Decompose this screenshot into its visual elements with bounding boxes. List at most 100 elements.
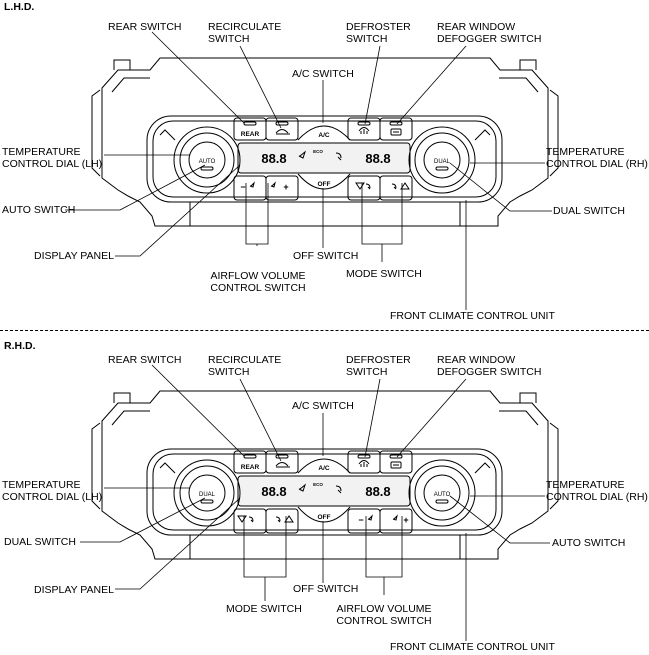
lhd-knob-right-outer [408,126,476,194]
lhd-off-button-text: OFF [318,181,331,188]
rhd-leader-recirculate [239,378,282,462]
rhd-defroster-icon [358,460,370,467]
rhd-display-eco: ECO [313,482,323,487]
lhd-leader-rear [151,31,245,124]
rhd-display-temp-left: 88.8 [261,484,286,499]
rhd-knob-right-outer [408,459,476,527]
rhd-leader-left-knob-switch [80,497,206,543]
rhd-recirculate-icon [275,462,290,468]
rhd-fan-icon-minus [367,514,373,521]
rhd-rear-defogger-icon [390,461,402,469]
rhd-fan-icon-plus [392,514,398,521]
lhd-right-knob-text: DUAL [434,159,451,165]
rhd-left-knob-text: DUAL [199,492,216,498]
rhd-right-knob-text: AUTO [434,492,451,498]
rhd-mode-icon-a [237,515,247,523]
rhd-right-knob-switch-label: AUTO SWITCH [552,537,626,549]
lhd-leader-recirculate [239,45,282,129]
rhd-front-unit-label: FRONT CLIMATE CONTROL UNIT [390,641,555,653]
lhd-left-knob-text: AUTO [199,159,216,165]
rhd-mode-icon-b [284,515,294,523]
rhd-display-panel [237,475,411,507]
lhd-front-bezel [146,115,503,203]
lhd-leader-defroster [364,45,381,125]
lhd-rear-button-text: REAR [241,131,260,138]
rhd-ac-switch-label: A/C SWITCH [292,400,354,412]
lhd-display-eco: ECO [313,149,323,154]
lhd-knob-left-outer [173,126,241,194]
rhd-display-temp-right: 88.8 [365,484,390,499]
lhd-rear-switch-label: REAR SWITCH [108,21,182,33]
rhd-leader-defroster [364,378,381,458]
rhd-off-button-text: OFF [318,514,331,521]
lhd-off-switch-label: OFF SWITCH [293,250,359,262]
lhd-left-knob-switch-label: AUTO SWITCH [2,204,76,216]
lhd-mode-seat-icon-b [391,183,397,190]
lhd-rear-defogger-icon [390,128,402,136]
rhd-ac-button-text: A/C [318,465,330,472]
lhd-lower-right-group-label: MODE SWITCH [346,268,422,280]
rhd-off-button [297,506,351,523]
lhd-ac-button-text: A/C [318,132,330,139]
section-divider [0,330,649,331]
lhd-leader-display [115,164,241,257]
lhd-recirculate-icon [275,129,290,135]
lhd-leader-rear-defogger [396,45,467,125]
rhd-ac-button [297,458,351,474]
rhd-display-panel-label: DISPLAY PANEL [34,584,114,596]
lhd-leader-right-knob-switch [449,162,552,212]
rhd-off-switch-label: OFF SWITCH [293,583,359,595]
rhd-leader-mode [243,516,287,601]
rhd-lower-left-group-label: MODE SWITCH [226,603,302,615]
lhd-plus-text: + [283,182,288,192]
lhd-heading: L.H.D. [4,1,35,13]
lhd-leader-airflow [245,183,269,246]
rhd-heading: R.H.D. [4,340,36,352]
rhd-plus-text: + [403,515,408,525]
rhd-mode-seat-icon-a [248,516,254,523]
lhd-minus-text: − [240,182,245,192]
lhd-ac-button [297,125,351,141]
rhd-rear-button-text: REAR [241,464,260,471]
lhd-fan-icon-minus [249,181,255,188]
lhd-display-temp-left: 88.8 [261,151,286,166]
lhd-mode-icon-b [400,182,410,190]
rhd-leader-airflow [365,516,403,595]
rhd-minus-text: − [358,515,363,525]
lhd-fan-icon-plus [270,181,276,188]
lhd-display-panel [237,142,411,174]
rhd-housing-outline [101,390,549,560]
rhd-display-fan-icon [298,483,307,492]
rhd-front-bezel [146,448,503,536]
rhd-leader-right-knob-switch [449,495,550,544]
lhd-off-button [297,173,351,190]
rhd-mode-seat-icon-b [275,516,281,523]
lhd-housing-outline [101,57,549,227]
rhd-display-seat-icon [335,485,342,494]
lhd-display-seat-icon [335,152,342,161]
rhd-leader-rear [151,364,245,457]
rhd-leader-display [115,497,241,590]
rhd-leader-rear-defogger [396,378,467,458]
rhd-rear-switch-label: REAR SWITCH [108,354,182,366]
lhd-mode-seat-icon-a [365,183,371,190]
lhd-display-panel-label: DISPLAY PANEL [34,250,114,262]
lhd-display-temp-right: 88.8 [365,151,390,166]
lhd-ac-switch-label: A/C SWITCH [292,68,354,80]
lhd-leader-mode [361,183,403,262]
rhd-knob-left-outer [173,459,241,527]
